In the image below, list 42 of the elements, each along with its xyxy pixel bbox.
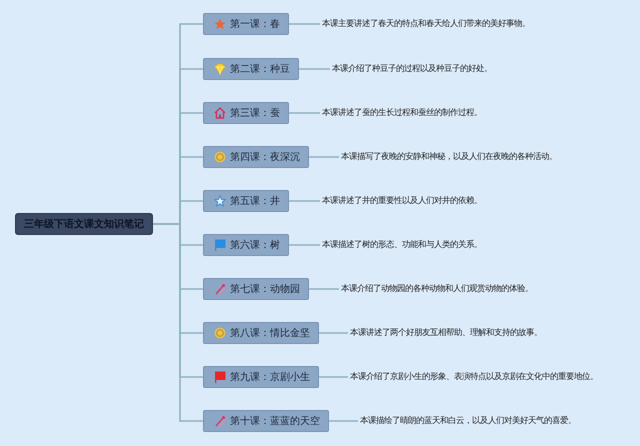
lesson-title: 第六课：树: [230, 238, 280, 252]
connector: [289, 112, 320, 114]
lesson-box: [203, 322, 319, 344]
description-text: 本课讲述了两个好朋友互相帮助、理解和支持的故事。: [350, 325, 542, 340]
lesson-box: [203, 234, 289, 256]
lesson-box: [203, 146, 309, 168]
lesson-box: [203, 13, 289, 35]
lesson-title: 第五课：井: [230, 194, 280, 208]
connector: [319, 332, 348, 334]
description-text: 本课讲述了蚕的生长过程和蚕丝的制作过程。: [322, 105, 482, 120]
connector: [289, 23, 320, 25]
connector: [289, 244, 320, 246]
lesson-title: 第十课：蓝蓝的天空: [230, 414, 320, 428]
lesson-title: 第一课：春: [230, 18, 280, 31]
topic-box: 三年级下语文课文知识笔记: [15, 213, 153, 235]
lesson-box: [203, 102, 289, 124]
description-text: 本课主要讲述了春天的特点和春天给人们带来的美好事物。: [322, 16, 530, 31]
connector: [153, 223, 203, 422]
lesson-title: 第七课：动物园: [230, 282, 300, 296]
lesson-title: 第八课：情比金坚: [230, 326, 310, 340]
lesson-title: 第二课：种豆: [230, 62, 290, 76]
connector: [299, 68, 330, 70]
connector: [309, 288, 339, 290]
description-text: 本课介绍了种豆子的过程以及种豆子的好处。: [332, 61, 492, 76]
description-text: 本课描述了树的形态、功能和与人类的关系。: [322, 237, 482, 252]
lesson-box: [203, 410, 329, 432]
description-text: 本课介绍了京剧小生的形象、表演特点以及京剧在文化中的重要地位。: [350, 369, 598, 384]
lesson-title: 第三课：蚕: [230, 107, 280, 120]
description-text: 本课描写了夜晚的安静和神秘，以及人们在夜晚的各种活动。: [341, 149, 557, 164]
description-text: 本课讲述了井的重要性以及人们对井的依赖。: [322, 193, 482, 208]
lesson-box: [203, 58, 299, 80]
connector: [309, 156, 339, 158]
lesson-box: [203, 190, 289, 212]
connector: [289, 200, 320, 202]
connector: [329, 420, 358, 422]
lesson-box: [203, 366, 319, 388]
description-text: 本课描绘了晴朗的蓝天和白云，以及人们对美好天气的喜爱。: [360, 413, 576, 428]
connector: [319, 376, 348, 378]
lesson-title: 第四课：夜深沉: [230, 150, 300, 164]
description-text: 本课介绍了动物园的各种动物和人们观赏动物的体验。: [341, 281, 533, 296]
lesson-title: 第九课：京剧小生: [230, 370, 310, 384]
lesson-box: [203, 278, 309, 300]
